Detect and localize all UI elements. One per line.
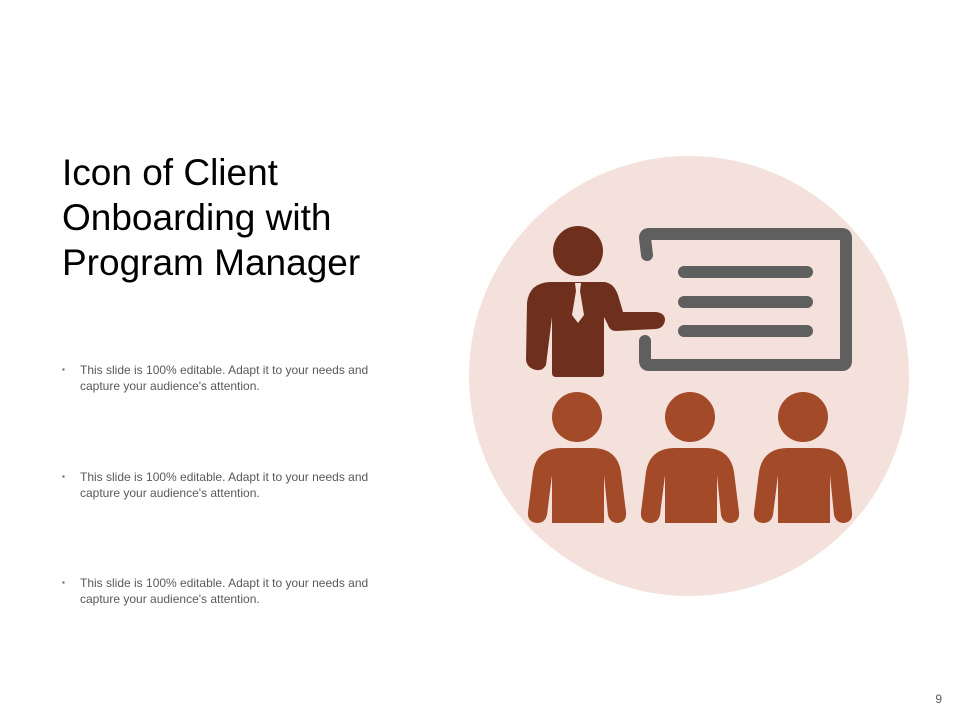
audience-person-icon [527,392,627,523]
circle-background [469,156,909,596]
title-line-3: Program Manager [62,242,361,283]
presentation-board-icon [639,228,852,371]
bullet-text: This slide is 100% editable. Adapt it to… [80,363,369,393]
bullet-item-1: ▪ This slide is 100% editable. Adapt it … [62,362,392,394]
title-line-2: Onboarding with [62,197,332,238]
bullet-text: This slide is 100% editable. Adapt it to… [80,576,369,606]
presenter-figure-icon [526,226,665,377]
bullet-marker-icon: ▪ [62,578,65,587]
bullet-marker-icon: ▪ [62,472,65,481]
title-line-1: Icon of Client [62,152,278,193]
bullet-text: This slide is 100% editable. Adapt it to… [80,470,369,500]
slide-title: Icon of Client Onboarding with Program M… [62,150,422,285]
bullet-item-3: ▪ This slide is 100% editable. Adapt it … [62,575,392,607]
audience-person-icon [640,392,740,523]
bullet-marker-icon: ▪ [62,365,65,374]
client-onboarding-presentation-icon [469,156,909,596]
page-number: 9 [935,692,942,706]
bullet-item-2: ▪ This slide is 100% editable. Adapt it … [62,469,392,501]
audience-person-icon [753,392,853,523]
